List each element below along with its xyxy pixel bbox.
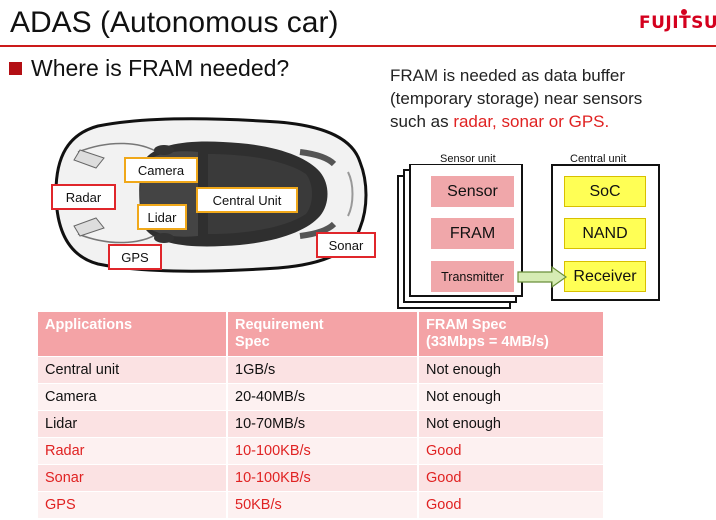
headlight-top bbox=[73, 149, 105, 169]
cell-requirement: 1GB/s bbox=[227, 356, 419, 384]
table-row: Camera 20-40MB/s Not enough bbox=[38, 383, 605, 411]
cell-requirement: 10-70MB/s bbox=[227, 410, 419, 438]
note-line-2: (temporary storage) near sensors bbox=[390, 89, 643, 108]
cell-fram-spec: Good bbox=[418, 464, 605, 492]
square-bullet-icon bbox=[9, 62, 22, 75]
radar-label: Radar bbox=[51, 184, 116, 210]
mirror-top bbox=[154, 145, 174, 155]
column-header-fram-spec: FRAM Spec(33Mbps = 4MB/s) bbox=[418, 312, 605, 357]
fujitsu-logo: FUJITSU bbox=[639, 13, 716, 33]
logo-dot-icon bbox=[681, 9, 687, 15]
column-header-applications: Applications bbox=[38, 312, 228, 357]
cell-application: Central unit bbox=[38, 356, 228, 384]
transmitter-block: Transmitter bbox=[431, 261, 514, 292]
table-row: Sonar 10-100KB/s Good bbox=[38, 464, 605, 492]
camera-label: Camera bbox=[124, 157, 198, 183]
cell-application: Lidar bbox=[38, 410, 228, 438]
cell-application: Radar bbox=[38, 437, 228, 465]
rear-vent-bottom bbox=[299, 221, 337, 239]
data-flow-arrow-icon bbox=[517, 265, 568, 289]
nand-block: NAND bbox=[564, 218, 646, 249]
cell-application: GPS bbox=[38, 491, 228, 518]
cell-requirement: 10-100KB/s bbox=[227, 464, 419, 492]
headlight-bottom bbox=[73, 217, 105, 237]
sensor-unit-label: Sensor unit bbox=[440, 153, 496, 165]
cell-requirement: 50KB/s bbox=[227, 491, 419, 518]
note-line-3: such as radar, sonar or GPS. bbox=[390, 110, 712, 133]
rear-vent-top bbox=[299, 149, 337, 167]
gps-label: GPS bbox=[108, 244, 162, 270]
cell-application: Camera bbox=[38, 383, 228, 411]
cell-requirement: 20-40MB/s bbox=[227, 383, 419, 411]
sonar-label: Sonar bbox=[316, 232, 376, 258]
note-line-3-prefix: such as bbox=[390, 112, 454, 131]
cell-fram-spec: Good bbox=[418, 491, 605, 518]
cell-application: Sonar bbox=[38, 464, 228, 492]
cell-fram-spec: Not enough bbox=[418, 356, 605, 384]
cell-fram-spec: Not enough bbox=[418, 383, 605, 411]
fram-block: FRAM bbox=[431, 218, 514, 249]
table-row: Lidar 10-70MB/s Not enough bbox=[38, 410, 605, 438]
central-unit-diagram-label: Central unit bbox=[570, 153, 627, 165]
mirror-bottom bbox=[154, 233, 174, 243]
section-subtitle: Where is FRAM needed? bbox=[31, 55, 290, 81]
cell-requirement: 10-100KB/s bbox=[227, 437, 419, 465]
lidar-label: Lidar bbox=[137, 204, 187, 230]
cell-fram-spec: Good bbox=[418, 437, 605, 465]
receiver-block: Receiver bbox=[564, 261, 646, 292]
soc-block: SoC bbox=[564, 176, 646, 207]
table-row: Central unit 1GB/s Not enough bbox=[38, 356, 605, 384]
sensor-block: Sensor bbox=[431, 176, 514, 207]
note-line-1: FRAM is needed as data buffer bbox=[390, 66, 625, 85]
explanation-note: FRAM is needed as data buffer (temporary… bbox=[390, 64, 712, 133]
rear-grille bbox=[347, 171, 354, 217]
table-row: GPS 50KB/s Good bbox=[38, 491, 605, 518]
title-divider bbox=[0, 45, 716, 47]
page-title: ADAS (Autonomous car) bbox=[10, 6, 339, 39]
note-line-3-highlight: radar, sonar or GPS. bbox=[453, 112, 610, 131]
central-unit-label: Central Unit bbox=[196, 187, 298, 213]
cell-fram-spec: Not enough bbox=[418, 410, 605, 438]
table-row: Radar 10-100KB/s Good bbox=[38, 437, 605, 465]
